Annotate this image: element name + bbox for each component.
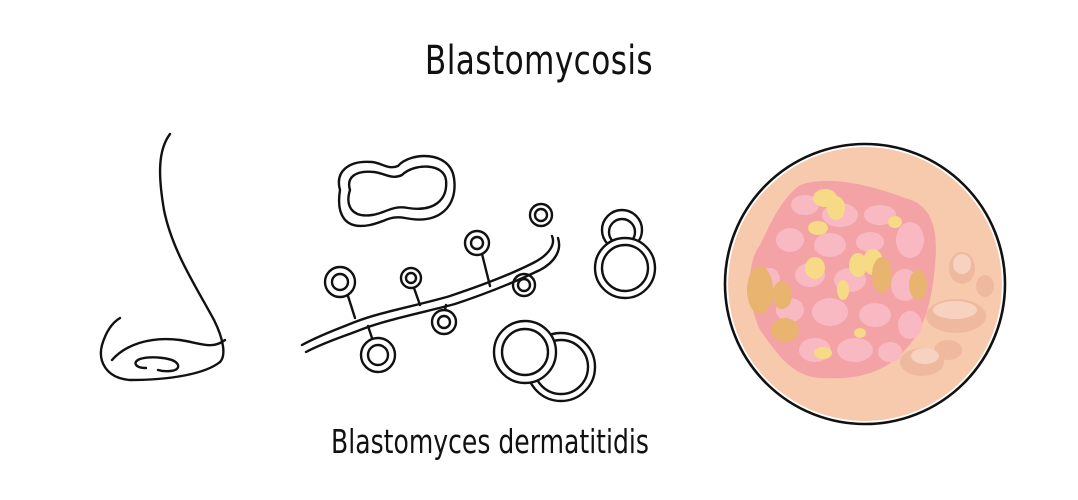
budding-yeast-icon [593,208,657,300]
hyphae-icon [300,202,561,374]
organism-caption: Blastomyces dermatitidis [331,422,649,461]
double-yeast-icon [492,319,597,403]
nose-icon [99,132,227,382]
skin-lesion-icon [723,142,1007,426]
page-title: Blastomycosis [424,38,654,84]
yeast-cell-icon [337,154,456,228]
